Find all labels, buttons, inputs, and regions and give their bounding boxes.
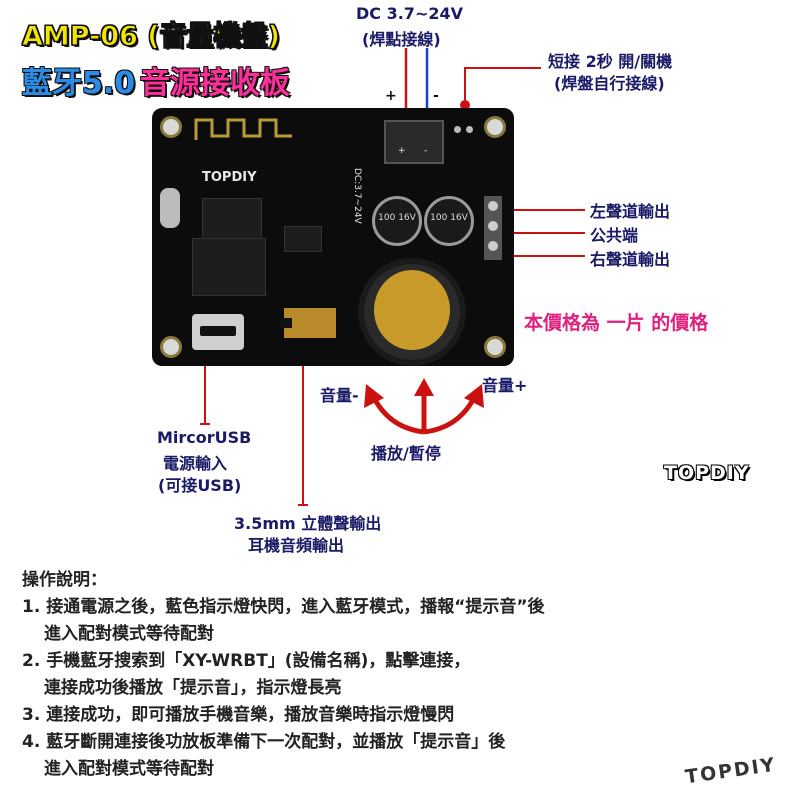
- volume-down-arrow: [371, 396, 425, 435]
- micro-usb-port[interactable]: [192, 314, 244, 350]
- silkscreen-dc: DC:3.7~24V: [352, 168, 362, 224]
- volume-down-label: 音量-: [320, 386, 359, 405]
- output-pads: [484, 196, 502, 260]
- instruction-line: 3. 連接成功，即可播放手機音樂，播放音樂時指示燈慢閃: [22, 705, 455, 725]
- instructions-heading: 操作說明：: [22, 570, 107, 590]
- product-title: AMP-06 (音量機盤): [22, 21, 281, 53]
- knob-face: [374, 270, 450, 350]
- instruction-line: 2. 手機藍牙搜索到「XY-WRBT」(設備名稱)，點擊連接，: [22, 651, 471, 671]
- switch-pads: [454, 118, 476, 140]
- instruction-line: 1. 接通電源之後，藍色指示燈快閃，進入藍牙模式，播報“提示音”後: [22, 597, 545, 617]
- antenna-trace: [194, 118, 292, 140]
- mount-hole: [484, 336, 506, 358]
- power-switch-label: 短接 2秒 開/關機: [548, 52, 673, 71]
- capacitor: 100 16V: [424, 196, 474, 246]
- silkscreen-topdiy: TOPDIY: [202, 170, 257, 185]
- dc-solder-label: (焊點接線): [362, 30, 441, 49]
- stereo-jack-label: 3.5mm 立體聲輸出: [234, 514, 382, 533]
- power-switch-pointer: [464, 67, 541, 100]
- volume-up-arrow: [423, 396, 477, 435]
- small-chip: [284, 226, 322, 252]
- dc-minus-sign: -: [433, 88, 439, 104]
- topdiy-watermark: TOPDIY: [664, 462, 750, 484]
- mount-hole: [160, 336, 182, 358]
- instruction-line: 進入配對模式等待配對: [44, 624, 214, 644]
- capacitor: 100 16V: [372, 196, 422, 246]
- bluetooth-version-title: 藍牙5.0: [22, 66, 136, 101]
- volume-up-label: 音量+: [482, 376, 528, 395]
- dc-terminal: + -: [384, 120, 444, 164]
- instruction-line: 進入配對模式等待配對: [44, 759, 214, 779]
- power-switch-dot: [460, 100, 470, 110]
- instruction-line: 4. 藍牙斷開連接後功放板準備下一次配對，並播放「提示音」後: [22, 732, 506, 752]
- instruction-line: 連接成功後播放「提示音」，指示燈長亮: [44, 678, 342, 698]
- mount-hole: [484, 116, 506, 138]
- dc-voltage-label: DC 3.7~24V: [356, 4, 463, 23]
- dc-plus-sign: +: [385, 88, 397, 104]
- usb-power-label: 電源輸入: [163, 454, 228, 473]
- instructions: 操作說明： 1. 接通電源之後，藍色指示燈快閃，進入藍牙模式，播報“提示音”後 …: [22, 567, 545, 783]
- amp-chip: [192, 238, 266, 296]
- power-switch-solder-label: (焊盤自行接線): [554, 74, 665, 93]
- usb-label: MircorUSB: [157, 428, 252, 447]
- right-channel-label: 右聲道輸出: [590, 250, 671, 269]
- price-note: 本價格為 一片 的價格: [524, 312, 709, 334]
- usb-note-label: (可接USB): [158, 476, 242, 495]
- mount-hole: [160, 116, 182, 138]
- headphone-output-label: 耳機音頻輸出: [248, 536, 345, 555]
- common-ground-label: 公共端: [590, 226, 639, 245]
- receiver-board-title: 音源接收板: [140, 66, 290, 101]
- crystal: [160, 188, 180, 228]
- bluetooth-board: TOPDIY + - DC:3.7~24V 100 16V 100 16V: [152, 108, 514, 366]
- play-pause-label: 播放/暫停: [371, 444, 441, 463]
- left-channel-label: 左聲道輸出: [590, 202, 671, 221]
- audio-jack[interactable]: [280, 308, 336, 338]
- volume-knob[interactable]: [358, 258, 466, 366]
